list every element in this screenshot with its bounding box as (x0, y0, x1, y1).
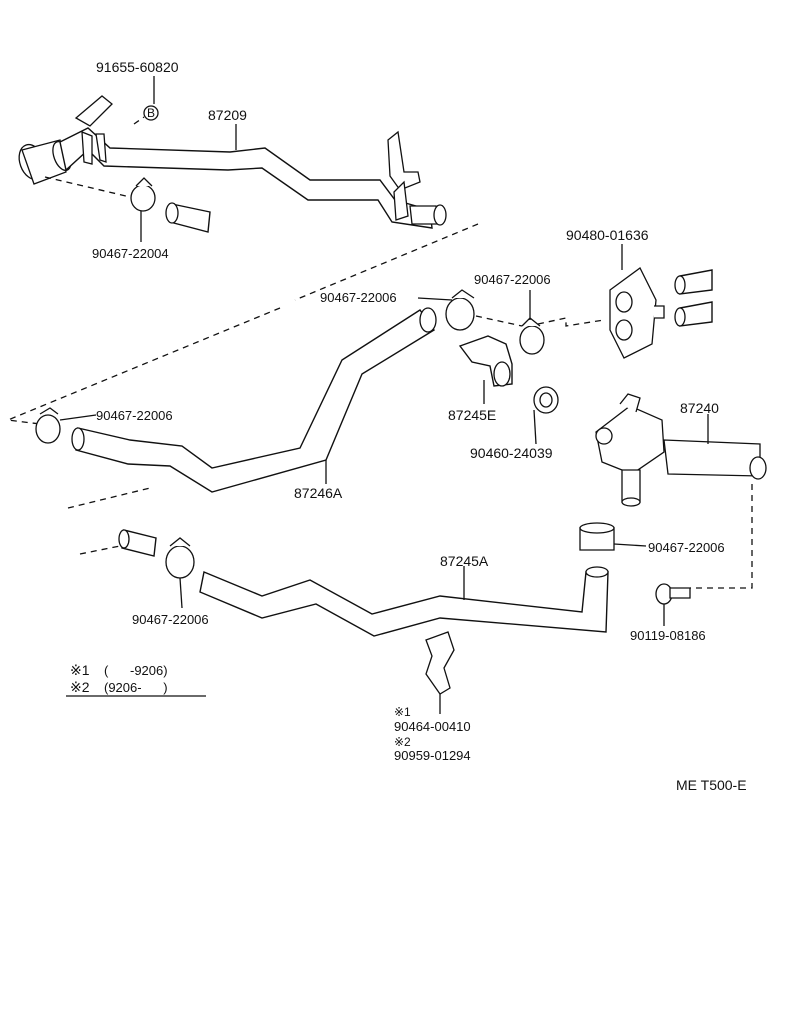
legend-row2-mark: ※2 (70, 679, 90, 695)
hose-87245E (458, 335, 513, 404)
guide-line-upper (294, 223, 479, 301)
clamp-90467-22004 (130, 177, 156, 212)
hose-87246A (71, 307, 437, 493)
label-note1-mark: ※1 (394, 705, 411, 719)
bolt-90119-08186 (655, 583, 691, 626)
label-87245A: 87245A (440, 553, 489, 569)
label-90467-22006-c: 90467-22006 (96, 408, 173, 423)
clamp-90467-22006-valve (579, 522, 647, 551)
clamp-90467-22006-upper (417, 289, 475, 331)
label-note2-mark: ※2 (394, 735, 411, 749)
label-90467-22006-a: 90467-22006 (474, 272, 551, 287)
clamp-90467-22006-left (35, 407, 97, 444)
callout-b: B (147, 106, 155, 120)
label-90467-22006-d: 90467-22006 (648, 540, 725, 555)
clip-90464-00410 (425, 631, 455, 714)
label-87245E: 87245E (448, 407, 496, 423)
diagram-code: ME T500-E (676, 777, 747, 793)
clamp-90467-22006-elbow (519, 290, 545, 355)
label-90464-00410: 90464-00410 (394, 719, 471, 734)
label-90460-24039: 90460-24039 (470, 445, 553, 461)
grommet-90480-01636 (609, 244, 713, 359)
legend-row1-mark: ※1 (70, 662, 90, 678)
clamp-90460-24039 (533, 386, 559, 445)
label-91655-60820: 91655-60820 (96, 59, 179, 75)
heater-pipe-87209: B (18, 76, 447, 242)
guide-line-left (5, 307, 281, 425)
label-90480-01636: 90480-01636 (566, 227, 649, 243)
guide-line-mid (475, 315, 523, 327)
guide-line-valve (537, 317, 605, 327)
hose-87245A (199, 566, 609, 637)
heater-valve-87240 (595, 393, 767, 507)
pipe-stub-lower-left (67, 487, 157, 557)
legend-row2-range: (9206- ) (104, 680, 168, 695)
clamp-90467-22006-lower (165, 537, 195, 609)
label-90959-01294: 90959-01294 (394, 748, 471, 763)
label-87209: 87209 (208, 107, 247, 123)
label-87240: 87240 (680, 400, 719, 416)
label-90119-08186: 90119-08186 (630, 628, 706, 643)
label-87246A: 87246A (294, 485, 343, 501)
legend-row1-range: ( -9206) (104, 663, 168, 678)
guide-line-right (690, 484, 753, 589)
label-90467-22004: 90467-22004 (92, 246, 169, 261)
label-90467-22006-b: 90467-22006 (320, 290, 397, 305)
label-90467-22006-e: 90467-22006 (132, 612, 209, 627)
